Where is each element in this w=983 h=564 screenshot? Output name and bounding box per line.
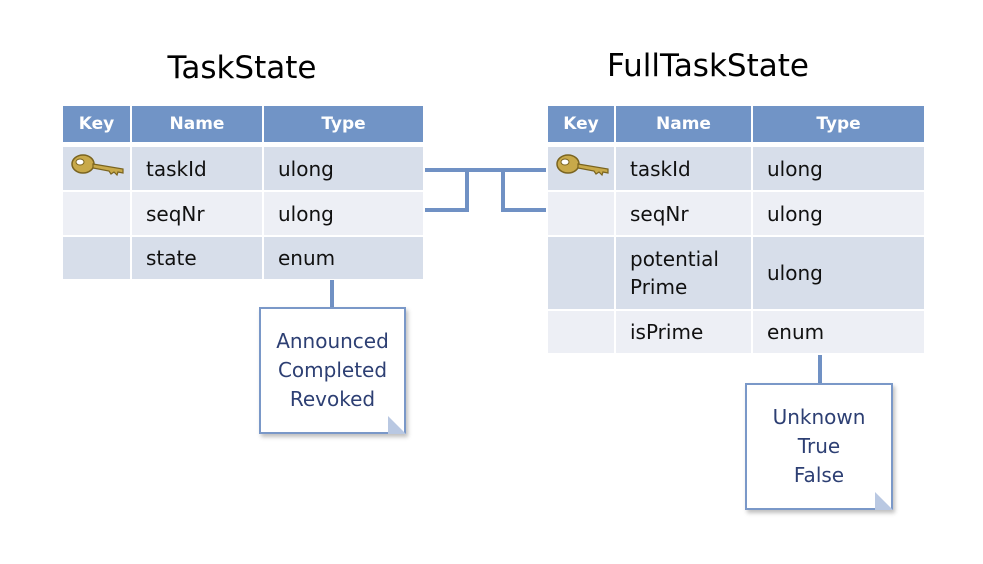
- note-isprime-values: Unknown True False: [745, 383, 893, 510]
- relation-line-seqnr-right: [501, 208, 546, 212]
- key-cell: [63, 192, 130, 235]
- type-cell: ulong: [264, 147, 423, 190]
- name-cell: seqNr: [616, 192, 751, 235]
- note-state-values: Announced Completed Revoked: [259, 307, 406, 434]
- field-type: ulong: [767, 156, 823, 181]
- enum-value: Announced: [276, 329, 389, 353]
- table-title-fulltaskstate: FullTaskState: [607, 48, 809, 84]
- key-cell: [548, 311, 614, 353]
- enum-value: Revoked: [289, 387, 376, 411]
- relation-line-seqnr-left: [425, 208, 469, 212]
- field-name: seqNr: [630, 201, 689, 226]
- name-cell: seqNr: [132, 192, 262, 235]
- name-cell: potential Prime: [616, 237, 751, 309]
- type-cell: ulong: [264, 192, 423, 235]
- type-cell: ulong: [753, 192, 924, 235]
- relation-line-vertical-left: [465, 168, 469, 212]
- enum-value: False: [793, 463, 845, 487]
- page-fold-icon: [388, 416, 406, 434]
- type-cell: ulong: [753, 147, 924, 190]
- key-cell: [548, 237, 614, 309]
- name-cell: state: [132, 237, 262, 279]
- column-header-key: Key: [548, 106, 614, 142]
- note-connector-isprime: [818, 355, 822, 384]
- field-type: ulong: [767, 261, 823, 285]
- key-cell: [63, 147, 130, 190]
- enum-value: Completed: [277, 358, 388, 382]
- field-name: seqNr: [146, 201, 205, 226]
- name-cell: taskId: [132, 147, 262, 190]
- relation-line-vertical-right: [501, 168, 505, 212]
- name-cell: taskId: [616, 147, 751, 190]
- field-type: enum: [767, 320, 825, 344]
- type-cell: enum: [753, 311, 924, 353]
- field-name: isPrime: [630, 320, 704, 344]
- enum-value: True: [797, 434, 841, 458]
- key-cell: [548, 147, 614, 190]
- relation-line-taskid: [425, 168, 546, 172]
- enum-value: Unknown: [772, 405, 866, 429]
- key-icon: [556, 152, 612, 185]
- field-name: state: [146, 246, 197, 270]
- key-icon: [71, 152, 127, 185]
- type-cell: ulong: [753, 237, 924, 309]
- field-type: ulong: [278, 156, 334, 181]
- key-cell: [63, 237, 130, 279]
- field-type: ulong: [767, 201, 823, 226]
- column-header-name: Name: [616, 106, 751, 142]
- page-fold-icon: [875, 492, 893, 510]
- table-title-taskstate: TaskState: [167, 50, 317, 86]
- column-header-key: Key: [63, 106, 130, 142]
- column-header-type: Type: [753, 106, 924, 142]
- type-cell: enum: [264, 237, 423, 279]
- field-type: enum: [278, 246, 336, 270]
- field-name: potential Prime: [630, 247, 719, 299]
- field-type: ulong: [278, 201, 334, 226]
- note-connector-state: [330, 280, 334, 308]
- field-name: taskId: [146, 156, 207, 181]
- column-header-name: Name: [132, 106, 262, 142]
- field-name: taskId: [630, 156, 691, 181]
- column-header-type: Type: [264, 106, 423, 142]
- name-cell: isPrime: [616, 311, 751, 353]
- key-cell: [548, 192, 614, 235]
